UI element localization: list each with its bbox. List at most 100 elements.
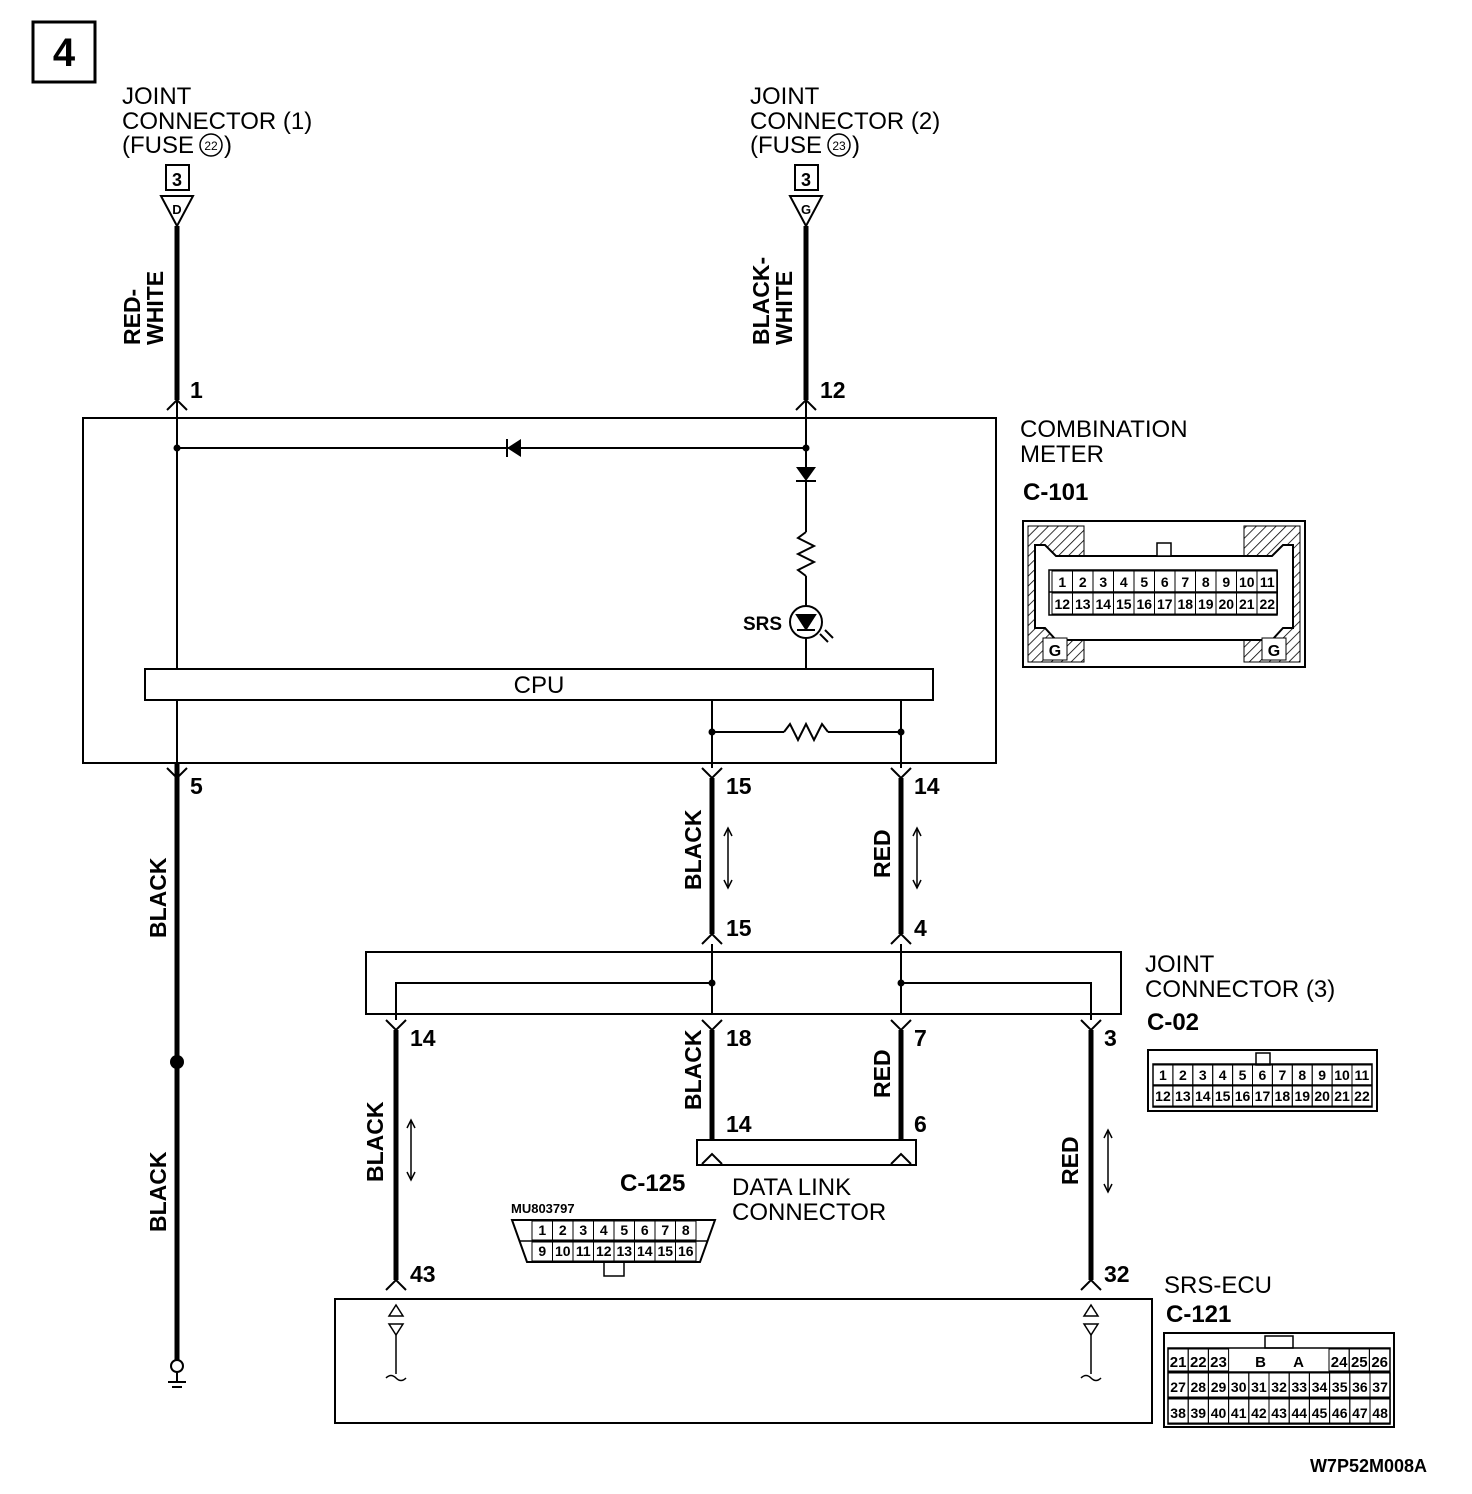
pin-5: 5: [190, 773, 203, 799]
c101-pin-label: 3: [1099, 574, 1107, 590]
pin-14: 14: [914, 773, 940, 799]
c101-pin-label: 14: [1095, 596, 1111, 612]
c101-pin-label: 10: [1239, 574, 1255, 590]
meter-junction-dots: [173, 444, 905, 736]
c121-pin-label: 43: [1271, 1405, 1287, 1421]
wire-black-label-lower: BLACK: [145, 1151, 171, 1232]
c125-pin-label: 4: [600, 1222, 608, 1238]
c02-cell: [1351, 1064, 1373, 1086]
c101-cell: [1256, 570, 1278, 593]
joint2-line2: CONNECTOR (2): [750, 108, 940, 135]
c121-pin-label: 38: [1170, 1405, 1186, 1421]
diode-horizontal-icon: [506, 439, 521, 457]
joint3-label-1: JOINT: [1145, 951, 1215, 978]
pin-15: 15: [726, 773, 752, 799]
c125-pin-label: 7: [661, 1222, 669, 1238]
fuse-22-circle: [199, 133, 223, 157]
fuse-23-circle: [827, 133, 851, 157]
ground-g-right: G: [1268, 643, 1280, 660]
joint2-line1: JOINT: [750, 83, 820, 110]
c125-pin-label: 1: [538, 1222, 546, 1238]
c02-pin-label: 18: [1275, 1088, 1291, 1104]
srs-ecu-label: SRS-ECU: [1164, 1272, 1272, 1299]
c121-pin-label: 30: [1231, 1379, 1247, 1395]
joint3-pin-15: 15: [726, 915, 752, 941]
c02-pin-label: 11: [1355, 1067, 1370, 1083]
c02-pin-label: 21: [1334, 1088, 1350, 1104]
joint3-label-2: CONNECTOR (3): [1145, 976, 1335, 1003]
c121-pin-label: A: [1293, 1354, 1304, 1371]
c101-pin-label: 22: [1259, 596, 1275, 612]
dlc-pin-14: 14: [726, 1111, 752, 1137]
diode-vertical-icon: [796, 467, 816, 482]
signal-arrows: [406, 826, 1113, 1194]
joint3-junction-dots: [708, 979, 905, 987]
pin-1: 1: [190, 377, 203, 403]
c125-pin-label: 16: [678, 1243, 694, 1259]
c02-pin-label: 9: [1318, 1067, 1326, 1083]
c101-pin-label: 16: [1136, 596, 1152, 612]
wire-red-32-label: RED: [1057, 1136, 1083, 1185]
c121-pin-label: 42: [1251, 1405, 1267, 1421]
connector-c125-label: C-125: [620, 1170, 685, 1197]
joint3-pin-4: 4: [914, 915, 927, 941]
c02-pin-label: 10: [1334, 1067, 1350, 1083]
c125-pin-label: 5: [620, 1222, 628, 1238]
c121-pin-label: 48: [1372, 1405, 1388, 1421]
c02-pin-label: 8: [1298, 1067, 1306, 1083]
c02-pin-label: 1: [1159, 1067, 1167, 1083]
c02-pin-label: 20: [1314, 1088, 1330, 1104]
combination-meter-label-1: COMBINATION: [1020, 416, 1188, 443]
c125-pin-label: 13: [616, 1243, 632, 1259]
c125-pin-label: 12: [596, 1243, 612, 1259]
srs-lamp-label: SRS: [743, 614, 782, 635]
wire-red-white-label-a: RED-: [119, 289, 145, 345]
joint2-terminal: 3 G: [788, 164, 824, 229]
ground-g-left: G: [1049, 643, 1061, 660]
c121-pin-label: 28: [1191, 1379, 1207, 1395]
c101-pin-label: 18: [1177, 596, 1193, 612]
c101-pin-label: 19: [1198, 596, 1214, 612]
fuse-23-number: 23: [832, 139, 846, 153]
joint2-terminal-letter: G: [801, 202, 811, 217]
c101-pin-label: 15: [1116, 596, 1132, 612]
c101-pin-label: 4: [1120, 574, 1128, 590]
lower-wires: [385, 1030, 1102, 1291]
c121-cell: [1368, 1348, 1391, 1372]
joint3-pin-18: 18: [726, 1025, 752, 1051]
c121-pin-label: 24: [1331, 1354, 1348, 1371]
c101-pin-label: 11: [1260, 574, 1275, 590]
c101-pin-label: 17: [1157, 596, 1173, 612]
page-number: 4: [53, 31, 76, 75]
c101-pin-label: 21: [1239, 596, 1255, 612]
joint-connector-1-label: JOINT CONNECTOR (1) (FUSE) 22: [122, 83, 312, 159]
c101-pin-label: 8: [1202, 574, 1210, 590]
c02-pin-label: 5: [1239, 1067, 1247, 1083]
joint1-terminal-number: 3: [172, 170, 182, 190]
c121-pin-label: 29: [1211, 1379, 1227, 1395]
c125-pin-label: 11: [576, 1243, 591, 1259]
meter-output-terminals: [166, 763, 912, 1360]
c121-pin-label: 34: [1312, 1379, 1328, 1395]
c121-pin-label: 44: [1292, 1405, 1308, 1421]
c121-pin-label: 33: [1292, 1379, 1308, 1395]
c121-pin-label: 25: [1351, 1354, 1368, 1371]
c121-pin-label: 31: [1251, 1379, 1267, 1395]
c02-pin-label: 6: [1259, 1067, 1267, 1083]
joint1-terminal: 3 D: [159, 164, 195, 229]
c02-pin-label: 4: [1219, 1067, 1227, 1083]
page-number-box: 4: [31, 20, 97, 84]
ecu-pin-43: 43: [410, 1261, 436, 1287]
c02-pin-label: 2: [1179, 1067, 1187, 1083]
c02-pin-label: 7: [1278, 1067, 1286, 1083]
c125-cell: [675, 1241, 697, 1262]
c121-pin-label: 40: [1211, 1405, 1227, 1421]
c121-pin-label: 27: [1170, 1379, 1186, 1395]
joint1-line1: JOINT: [122, 83, 192, 110]
fuse-22-number: 22: [204, 139, 218, 153]
ecu-communication-interface: [385, 1303, 1102, 1382]
c02-pin-label: 12: [1155, 1088, 1171, 1104]
joint1-line2: CONNECTOR (1): [122, 108, 312, 135]
